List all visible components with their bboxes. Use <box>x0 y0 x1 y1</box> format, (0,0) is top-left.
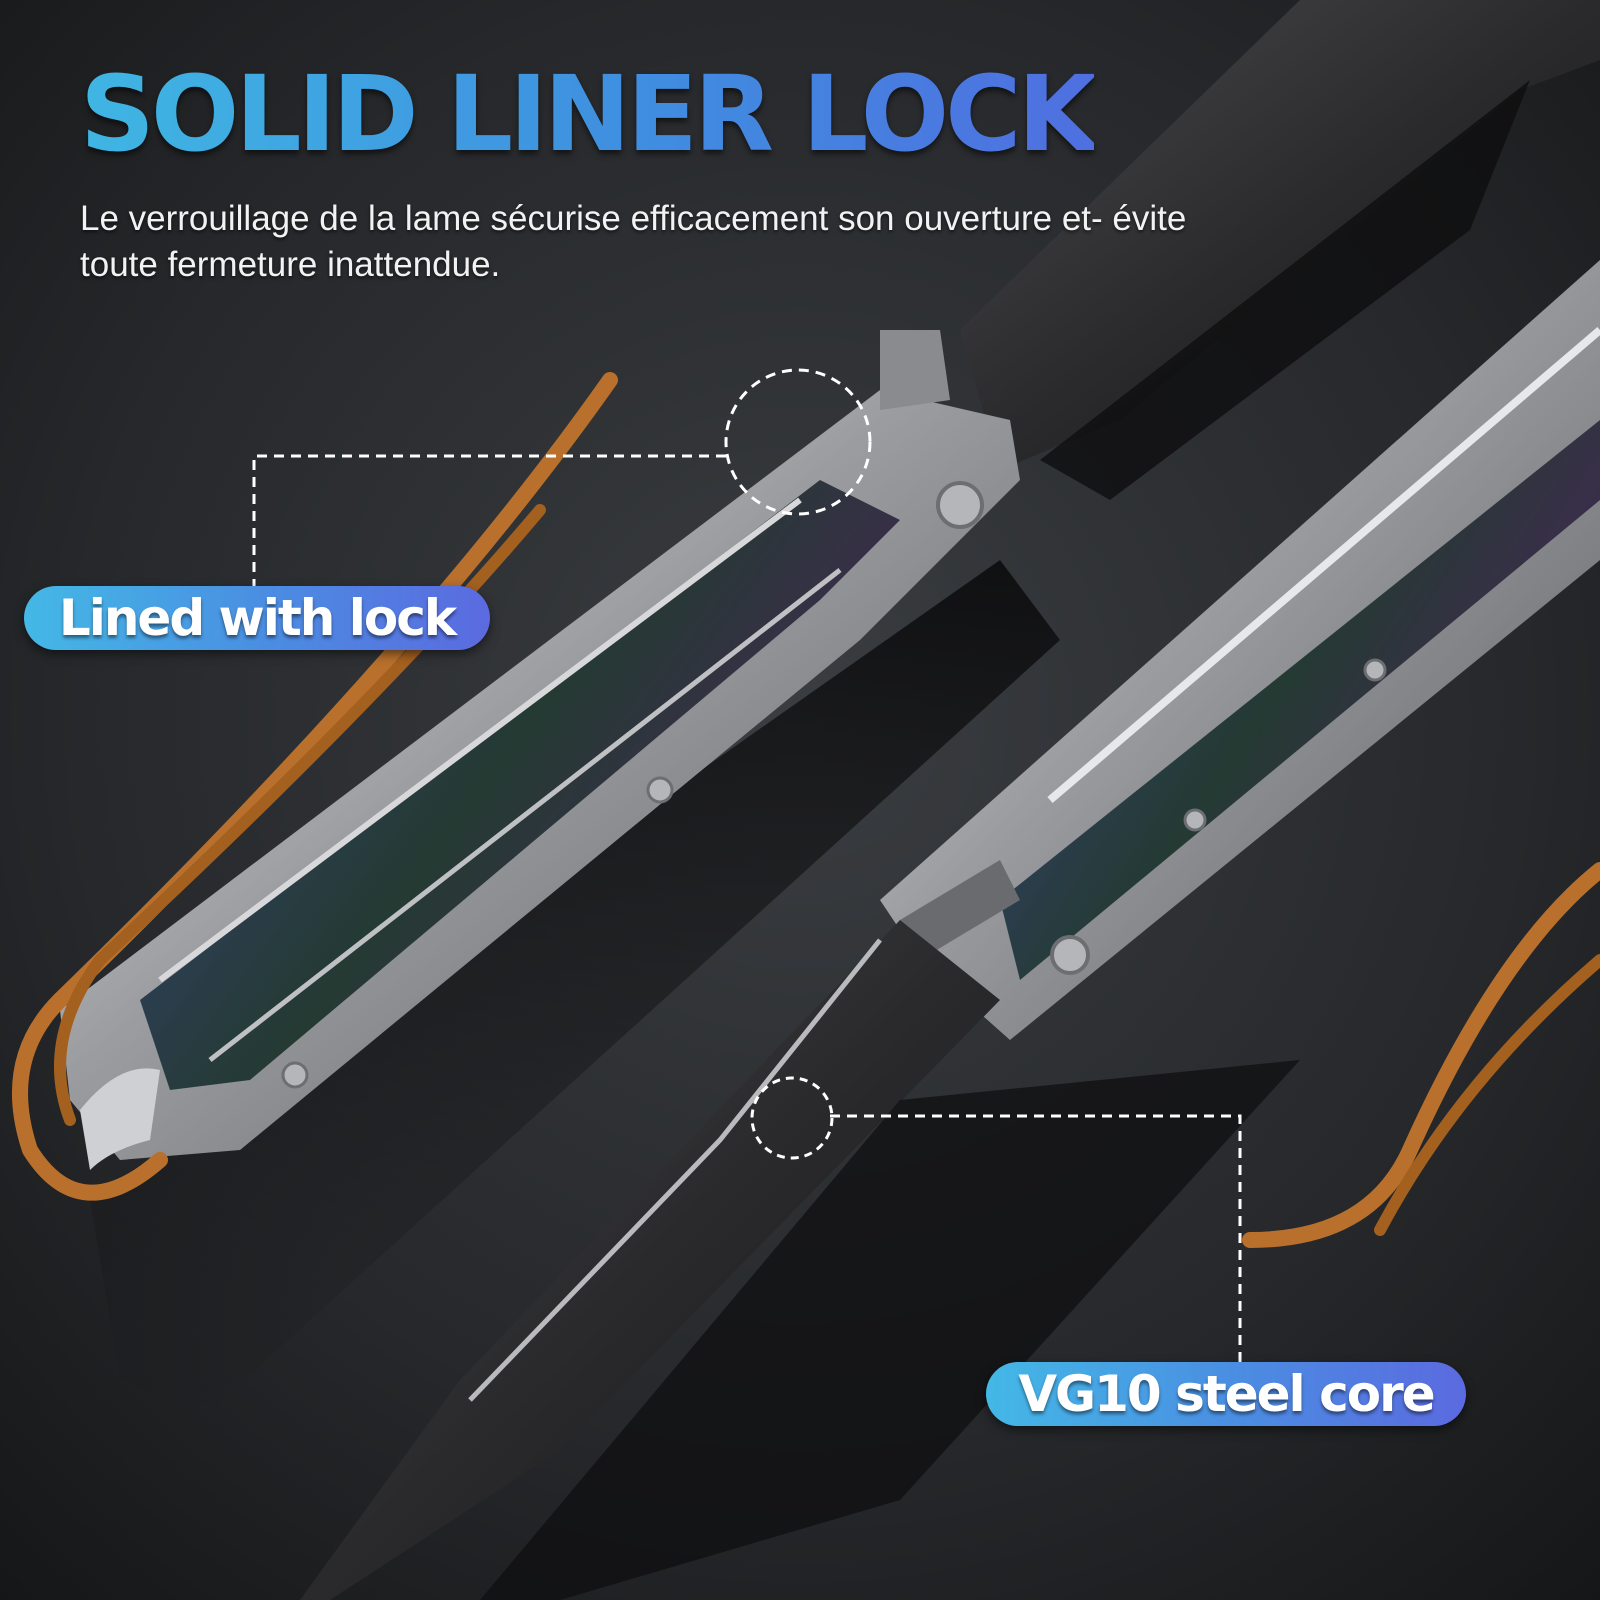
leather-lanyard-right <box>1242 862 1600 1248</box>
page-subtitle: Le verrouillage de la lame sécurise effi… <box>80 199 1187 284</box>
steel-core-callout-line <box>830 1114 1242 1362</box>
screw-2 <box>646 776 674 804</box>
screw-6 <box>1363 658 1387 682</box>
blade-lower-reflection <box>480 1060 1300 1600</box>
screw-4 <box>1050 935 1090 975</box>
lanyard-pin <box>80 1068 160 1170</box>
screw-3 <box>281 1061 309 1089</box>
blade-lower <box>300 920 1000 1600</box>
steel-core-callout-label: VG10 steel core <box>1018 1365 1435 1423</box>
steel-core-callout-badge: VG10 steel core <box>986 1362 1466 1426</box>
lock-highlight-circle <box>724 368 872 516</box>
lock-callout-line <box>252 454 726 590</box>
blade-lower-edge <box>468 938 882 1402</box>
page-title: SOLID LINER LOCK <box>80 53 1098 175</box>
blade-upper <box>960 0 1600 470</box>
lock-callout-label: Lined with lock <box>58 589 457 647</box>
lock-callout-badge: Lined with lock <box>24 586 490 650</box>
screw-5 <box>1183 808 1207 832</box>
left-knife <box>60 330 1020 1170</box>
jimping <box>900 860 1020 960</box>
steel-core-highlight-circle <box>750 1076 834 1160</box>
leather-lanyard-left <box>12 372 618 1201</box>
left-knife-reflection <box>90 560 1060 1420</box>
screw-1 <box>936 481 984 529</box>
blade-upper-reflection <box>1040 80 1530 500</box>
right-knife <box>880 260 1600 1040</box>
